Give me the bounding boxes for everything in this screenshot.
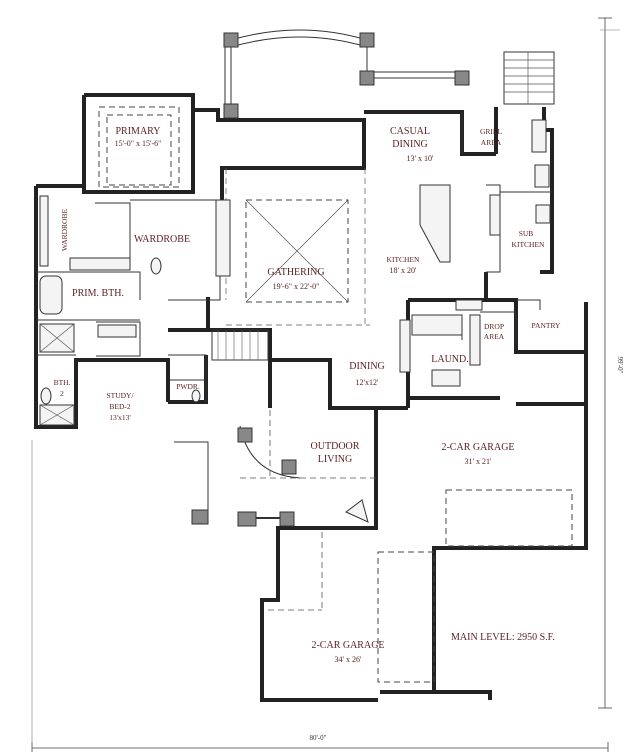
stair-interior	[211, 329, 269, 361]
bath2-label: BTH.	[54, 378, 71, 387]
pantry-label: PANTRY	[532, 321, 561, 330]
casual-dining-dimension: 13' x 10'	[407, 154, 434, 163]
dimension-lines	[31, 17, 620, 752]
bath-fixtures	[39, 195, 201, 426]
study-label: STUDY/	[106, 391, 134, 400]
garage-b-label: 2-CAR GARAGE	[311, 640, 384, 651]
kitchen-dimension: 18' x 20'	[390, 266, 417, 275]
garage-parking	[268, 489, 573, 683]
sub-kitchen-label-2: KITCHEN	[512, 240, 545, 249]
depth-dimension: 99'-0"	[616, 357, 624, 374]
study-label-2: BED-2	[109, 402, 130, 411]
prim-bath-label: PRIM. BTH.	[72, 288, 124, 299]
primary-label: PRIMARY	[115, 126, 160, 137]
primary-ceiling	[98, 106, 180, 188]
primary-dimension: 15'-0" x 15'-6"	[115, 139, 162, 148]
garage-b-dimension: 34' x 26'	[335, 655, 362, 664]
powder-label: PWDR.	[176, 382, 200, 391]
grill-label-2: AREA	[481, 138, 502, 147]
bath2-number: 2	[60, 389, 64, 398]
wardrobe-label: WARDROBE	[134, 234, 190, 245]
outdoor-living-structure	[174, 410, 376, 527]
gathering-ceiling	[215, 168, 370, 326]
laundry-fixtures	[411, 299, 483, 387]
rear-deck	[223, 29, 470, 119]
gathering-dimension: 19'-6" x 22'-0"	[273, 282, 320, 291]
main-level-note: MAIN LEVEL: 2950 S.F.	[451, 632, 555, 643]
width-dimension: 80'-0"	[310, 734, 327, 742]
sub-kitchen-label: SUB	[519, 229, 534, 238]
drop-area-label: DROP	[484, 322, 504, 331]
grill-label: GRILL	[480, 127, 502, 136]
room-labels: PRIMARY 15'-0" x 15'-6" WARDROBE WARDROB…	[54, 126, 624, 742]
garage-a-label: 2-CAR GARAGE	[441, 442, 514, 453]
kitchen-island	[399, 119, 551, 373]
wardrobe-left-label: WARDROBE	[60, 209, 69, 252]
kitchen-label: KITCHEN	[387, 255, 420, 264]
dining-label: DINING	[349, 361, 385, 372]
laundry-label: LAUND.	[431, 354, 469, 365]
garage-a-dimension: 31' x 21'	[465, 457, 492, 466]
stair-top-right	[503, 51, 555, 105]
gathering-label: GATHERING	[267, 267, 324, 278]
dining-dimension: 12'x12'	[356, 378, 379, 387]
outdoor-living-label-2: LIVING	[318, 454, 352, 465]
drop-area-label-2: AREA	[484, 332, 505, 341]
outdoor-living-label: OUTDOOR	[311, 441, 360, 452]
study-dimension: 13'x13'	[109, 413, 131, 422]
casual-dining-label-2: DINING	[392, 139, 428, 150]
casual-dining-label: CASUAL	[390, 126, 430, 137]
